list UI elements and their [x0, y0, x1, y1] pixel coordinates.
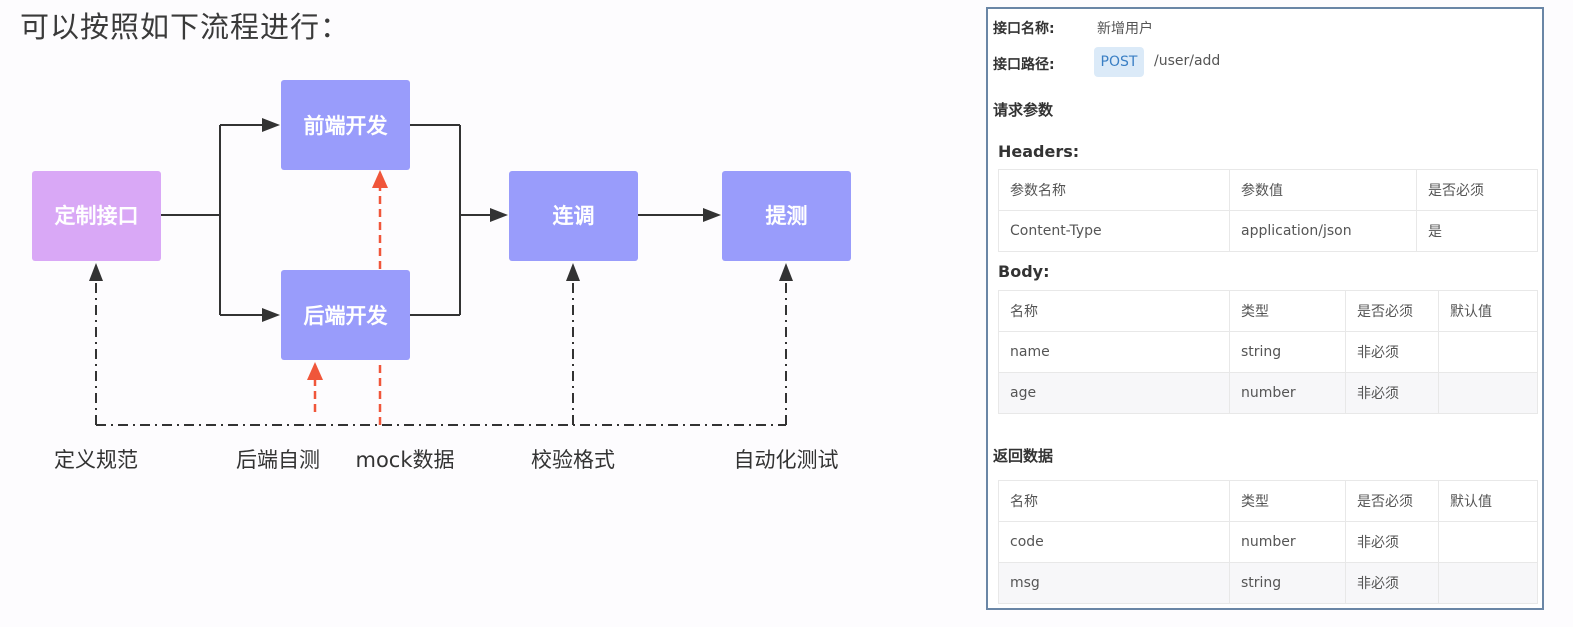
table-cell: msg: [998, 562, 1230, 604]
table-row: msg string 非必须: [998, 562, 1538, 604]
api-name-row: 接口名称: 新增用户: [993, 18, 1153, 38]
label-autotest: 自动化测试: [734, 448, 839, 472]
table-cell: age: [998, 372, 1230, 414]
table-header-cell: 名称: [998, 290, 1230, 332]
table-header-cell: 参数名称: [998, 169, 1230, 211]
arrowhead-test: [703, 208, 721, 222]
arrowhead-backend: [262, 308, 280, 322]
table-cell: number: [1229, 521, 1346, 563]
table-cell: [1438, 331, 1538, 373]
table-header-cell: 参数值: [1229, 169, 1417, 211]
label-validate: 校验格式: [531, 448, 615, 472]
label-selftest: 后端自测: [236, 448, 320, 472]
api-path-row: 接口路径:: [993, 54, 1055, 74]
api-path-label: 接口路径:: [993, 57, 1055, 73]
table-cell: [1438, 521, 1538, 563]
node-frontend: 前端开发: [281, 80, 410, 170]
red-arrowhead-selftest: [307, 362, 323, 380]
table-header-row: 名称 类型 是否必须 默认值: [998, 290, 1538, 332]
table-header-row: 参数名称 参数值 是否必须: [998, 169, 1538, 211]
arrowhead-up-define: [89, 263, 103, 281]
node-integrate-label: 连调: [553, 204, 595, 228]
table-cell: 非必须: [1345, 521, 1439, 563]
table-header-cell: 类型: [1229, 290, 1346, 332]
method-badge: POST: [1094, 47, 1144, 77]
table-cell: [1438, 372, 1538, 414]
flow-connectors: [161, 124, 712, 316]
request-params-title: 请求参数: [993, 101, 1054, 119]
flow-arrowheads: [89, 118, 793, 322]
table-cell: [1438, 562, 1538, 604]
table-header-cell: 是否必须: [1416, 169, 1538, 211]
table-cell: 非必须: [1345, 372, 1439, 414]
table-cell: name: [998, 331, 1230, 373]
node-test-label: 提测: [766, 204, 808, 228]
table-header-cell: 是否必须: [1345, 480, 1439, 522]
node-backend-label: 后端开发: [304, 304, 389, 328]
table-cell: number: [1229, 372, 1346, 414]
table-cell: code: [998, 521, 1230, 563]
table-cell: 是: [1416, 210, 1538, 252]
label-mock: mock数据: [355, 448, 454, 472]
headers-table: 参数名称 参数值 是否必须 Content-Type application/j…: [998, 169, 1538, 252]
headers-title: Headers:: [998, 142, 1080, 161]
node-frontend-label: 前端开发: [304, 114, 389, 138]
table-header-cell: 是否必须: [1345, 290, 1439, 332]
node-define: 定制接口: [32, 171, 161, 261]
arrowhead-frontend: [262, 118, 280, 132]
table-header-row: 名称 类型 是否必须 默认值: [998, 480, 1538, 522]
table-header-cell: 名称: [998, 480, 1230, 522]
feedback-lines: [95, 280, 787, 426]
table-row: Content-Type application/json 是: [998, 210, 1538, 252]
table-header-cell: 默认值: [1438, 290, 1538, 332]
table-cell: string: [1229, 331, 1346, 373]
arrowhead-integrate: [490, 208, 508, 222]
api-path-value: /user/add: [1154, 53, 1221, 69]
red-arrowheads: [307, 170, 388, 380]
label-spec: 定义规范: [54, 448, 138, 472]
page-heading: 可以按照如下流程进行：: [20, 10, 351, 44]
node-backend: 后端开发: [281, 270, 410, 360]
body-table: 名称 类型 是否必须 默认值 name string 非必须 age numbe…: [998, 290, 1538, 414]
node-test: 提测: [722, 171, 851, 261]
flow-diagram: 定制接口 前端开发 后端开发 连调 提测 定义规范 后端自测 mock数据 校验…: [32, 80, 851, 472]
arrowhead-up-integrate: [566, 263, 580, 281]
api-doc-panel: 接口名称: 新增用户 接口路径: POST /user/add 请求参数 Hea…: [986, 7, 1544, 610]
table-cell: application/json: [1229, 210, 1417, 252]
table-cell: 非必须: [1345, 331, 1439, 373]
api-name-value: 新增用户: [1097, 21, 1153, 37]
node-define-label: 定制接口: [55, 204, 139, 228]
table-row: age number 非必须: [998, 372, 1538, 414]
body-title: Body:: [998, 262, 1050, 281]
table-header-cell: 类型: [1229, 480, 1346, 522]
api-name-label: 接口名称:: [993, 21, 1055, 37]
node-integrate: 连调: [509, 171, 638, 261]
arrowhead-up-test: [779, 263, 793, 281]
table-row: name string 非必须: [998, 331, 1538, 373]
response-table: 名称 类型 是否必须 默认值 code number 非必须 msg strin…: [998, 480, 1538, 604]
table-cell: 非必须: [1345, 562, 1439, 604]
red-arrowhead-mock: [372, 170, 388, 188]
table-row: code number 非必须: [998, 521, 1538, 563]
table-cell: Content-Type: [998, 210, 1230, 252]
table-cell: string: [1229, 562, 1346, 604]
table-header-cell: 默认值: [1438, 480, 1538, 522]
response-title: 返回数据: [993, 447, 1054, 465]
